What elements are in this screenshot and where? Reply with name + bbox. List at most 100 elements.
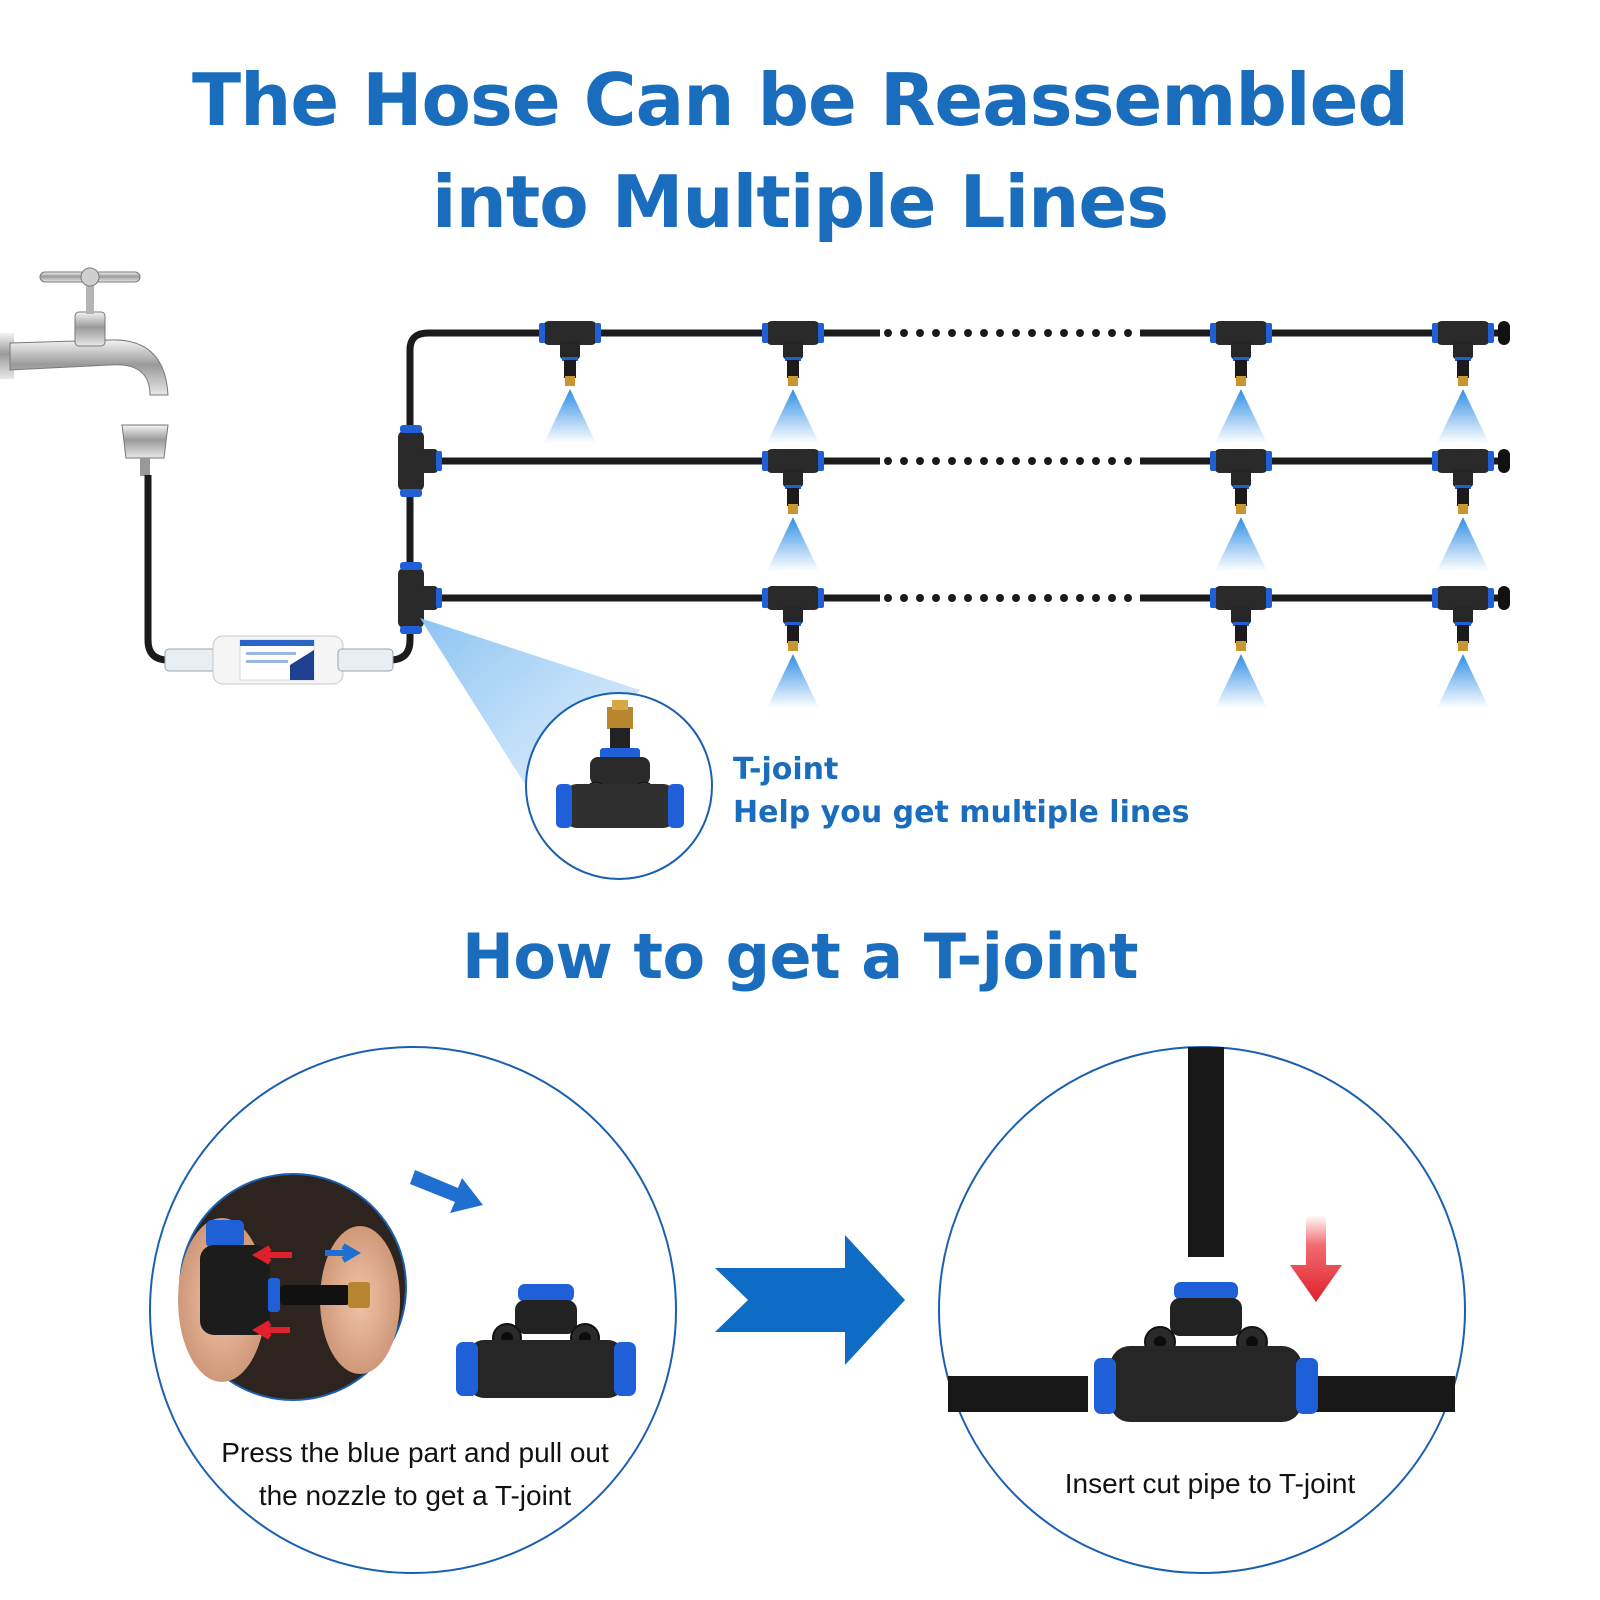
supply-hose-out — [345, 329, 560, 664]
continuation-dot — [1012, 594, 1020, 602]
continuation-dot — [1124, 329, 1132, 337]
t-joint-icon — [456, 1284, 636, 1398]
continuation-dot — [932, 594, 940, 602]
continuation-dot — [1060, 594, 1068, 602]
continuation-dot — [980, 457, 988, 465]
continuation-dot — [980, 329, 988, 337]
continuation-dot — [996, 594, 1004, 602]
continuation-dot — [1076, 329, 1084, 337]
distribution-lines — [428, 329, 1500, 602]
continuation-dot — [1124, 457, 1132, 465]
faucet-icon — [0, 267, 169, 396]
step2-circle — [938, 1046, 1466, 1574]
t-joint-icon — [556, 700, 684, 828]
section-title: How to get a T-joint — [461, 920, 1139, 993]
callout-title: T-joint — [733, 752, 839, 787]
continuation-dot — [996, 329, 1004, 337]
mist-nozzle-icon — [1432, 586, 1494, 651]
mist-nozzle-icon — [1210, 321, 1272, 386]
mist-nozzle-icon — [1210, 586, 1272, 651]
step2-caption: Insert cut pipe to T-joint — [1064, 1468, 1356, 1499]
continuation-dot — [1108, 457, 1116, 465]
continuation-dot — [1012, 457, 1020, 465]
arrow-right-icon — [715, 1235, 905, 1365]
continuation-dot — [1060, 329, 1068, 337]
continuation-dot — [900, 594, 908, 602]
fittings-layer — [398, 321, 1510, 708]
continuation-dot — [996, 457, 1004, 465]
continuation-dot — [1092, 457, 1100, 465]
spray-cone-icon — [1437, 517, 1489, 571]
continuation-dot — [1108, 329, 1116, 337]
continuation-dot — [948, 457, 956, 465]
continuation-dot — [900, 457, 908, 465]
main-title-line-2: into Multiple Lines — [431, 160, 1169, 244]
mist-nozzle-icon — [1432, 321, 1494, 386]
water-filter-icon — [164, 635, 394, 685]
continuation-dot — [1044, 594, 1052, 602]
spray-cone-icon — [767, 389, 819, 443]
continuation-dot — [1012, 329, 1020, 337]
main-title-line-1: The Hose Can be Reassembled — [192, 58, 1409, 142]
t-joint-icon — [1094, 1282, 1318, 1422]
spray-cone-icon — [1215, 389, 1267, 443]
zoom-beam — [420, 618, 640, 808]
step1-inset — [178, 1173, 407, 1401]
continuation-dot — [1028, 457, 1036, 465]
spray-cone-icon — [1437, 654, 1489, 708]
mist-nozzle-icon — [1210, 449, 1272, 514]
continuation-dot — [1028, 329, 1036, 337]
continuation-dot — [964, 594, 972, 602]
end-plug-icon — [1498, 586, 1510, 610]
continuation-dot — [884, 457, 892, 465]
continuation-dot — [948, 329, 956, 337]
continuation-dot — [1044, 329, 1052, 337]
continuation-dot — [1076, 457, 1084, 465]
continuation-dot — [884, 329, 892, 337]
continuation-dot — [1028, 594, 1036, 602]
arrow-down-icon — [1290, 1215, 1342, 1302]
spray-cone-icon — [767, 517, 819, 571]
spray-cone-icon — [767, 654, 819, 708]
mist-nozzle-icon — [762, 586, 824, 651]
continuation-dot — [916, 457, 924, 465]
t-joint-callout — [525, 692, 713, 880]
mist-nozzle-icon — [1432, 449, 1494, 514]
arrow-right-icon — [410, 1170, 483, 1213]
continuation-dot — [1092, 594, 1100, 602]
spray-cone-icon — [1215, 517, 1267, 571]
spray-cone-icon — [544, 389, 596, 443]
continuation-dot — [1060, 457, 1068, 465]
spray-cone-icon — [1215, 654, 1267, 708]
continuation-dot — [916, 594, 924, 602]
continuation-dot — [932, 329, 940, 337]
t-joint-icon — [398, 425, 442, 497]
continuation-dot — [948, 594, 956, 602]
continuation-dot — [980, 594, 988, 602]
step1-caption-line-2: the nozzle to get a T-joint — [258, 1480, 572, 1511]
spray-cone-icon — [1437, 389, 1489, 443]
continuation-dot — [1108, 594, 1116, 602]
continuation-dot — [964, 329, 972, 337]
continuation-dot — [1092, 329, 1100, 337]
continuation-dot — [964, 457, 972, 465]
continuation-dot — [1044, 457, 1052, 465]
continuation-dot — [884, 594, 892, 602]
supply-hose — [144, 475, 215, 664]
callout-description: Help you get multiple lines — [733, 795, 1190, 830]
mist-nozzle-icon — [762, 449, 824, 514]
continuation-dot — [916, 329, 924, 337]
continuation-dot — [932, 457, 940, 465]
hose-connector-icon — [121, 424, 169, 476]
continuation-dot — [1124, 594, 1132, 602]
continuation-dot — [1076, 594, 1084, 602]
t-joint-icon — [398, 562, 442, 634]
mist-nozzle-icon — [762, 321, 824, 386]
end-plug-icon — [1498, 321, 1510, 345]
end-plug-icon — [1498, 449, 1510, 473]
step1-caption-line-1: Press the blue part and pull out — [221, 1437, 609, 1468]
mist-nozzle-icon — [539, 321, 601, 386]
continuation-dot — [900, 329, 908, 337]
